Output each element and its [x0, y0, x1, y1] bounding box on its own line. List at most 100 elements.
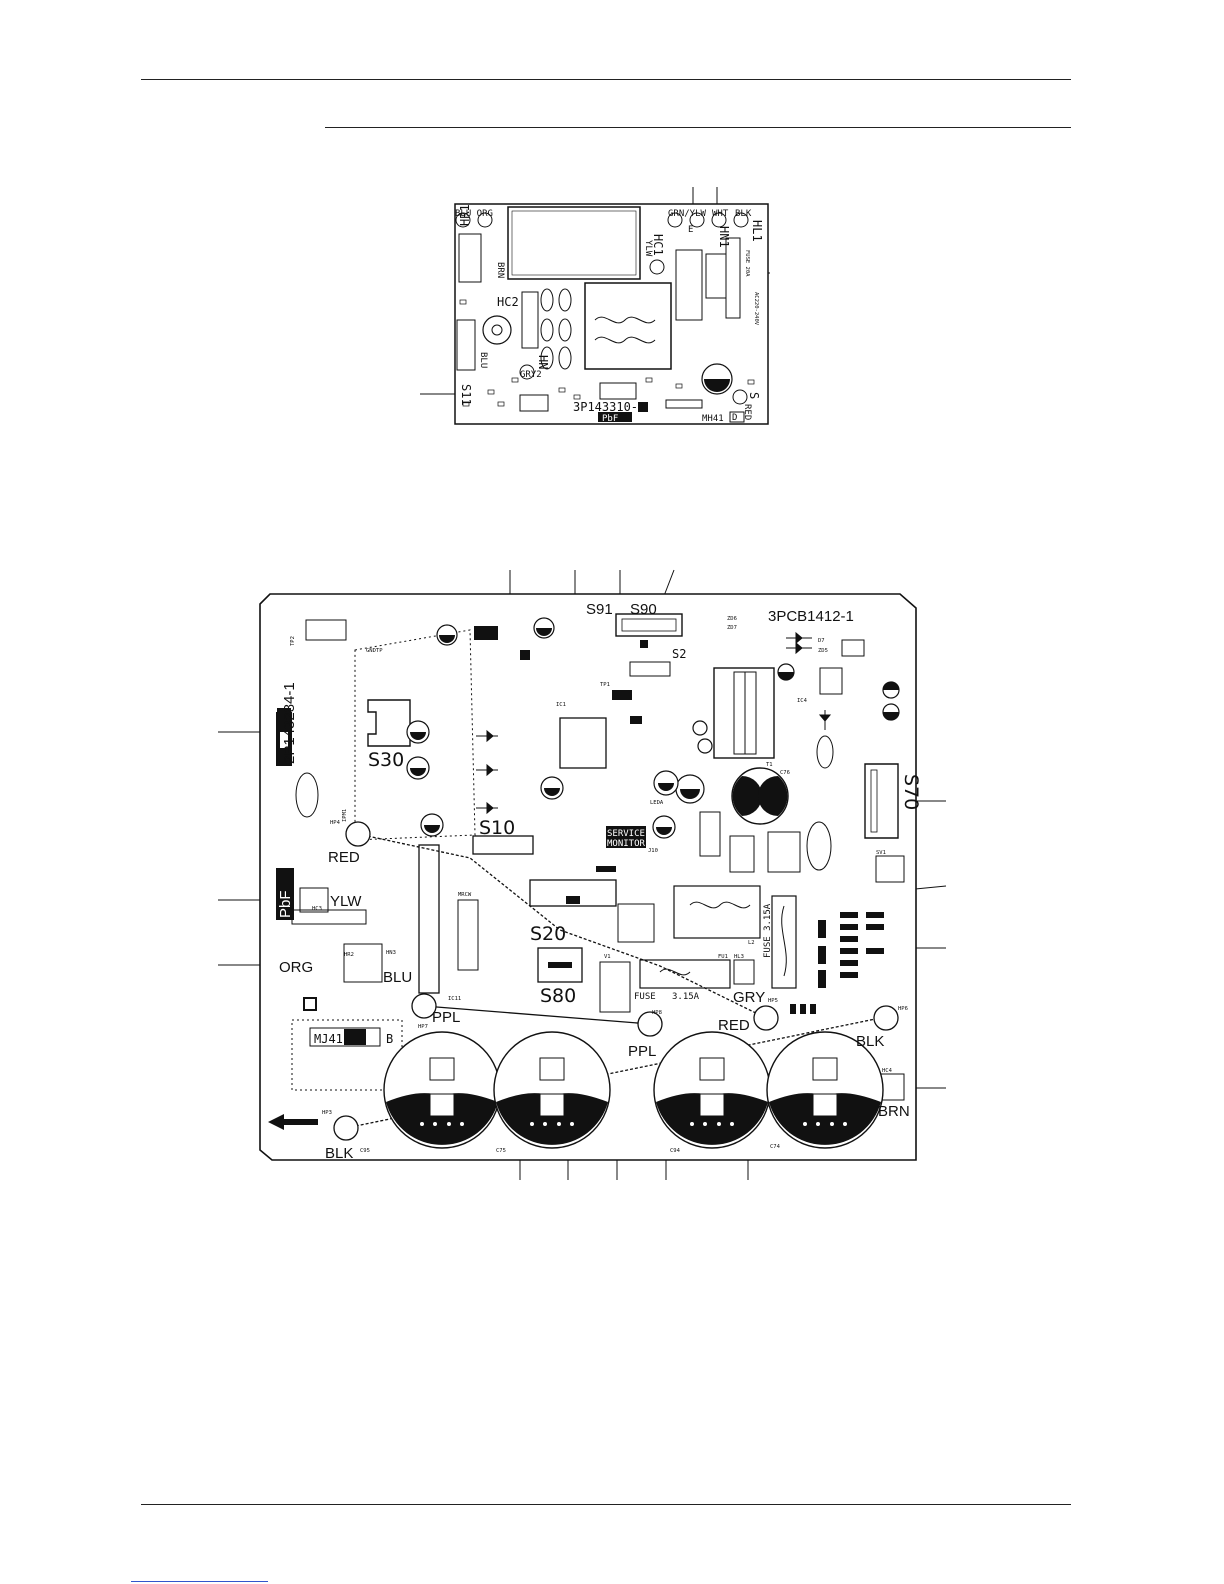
- bottom-label-s70: S70: [900, 774, 922, 810]
- bottom-label-l2: L2: [748, 940, 755, 946]
- chip-ic1: [559, 717, 607, 769]
- bottom-label-c74: C74: [770, 1144, 781, 1150]
- top-label-d: D: [732, 413, 737, 423]
- connector-s30: [367, 699, 411, 747]
- bottom-label-s90: S90: [630, 601, 657, 618]
- top-label-blk: BLK: [735, 209, 752, 219]
- bottom-label-gry: GRY: [733, 989, 765, 1006]
- bulk-capacitors: [383, 1031, 884, 1149]
- bottom-label-c95: C95: [360, 1148, 370, 1154]
- bottom-label-tp2: TP2: [290, 636, 296, 646]
- bottom-label-ylw: YLW: [330, 893, 362, 910]
- top-label-e: E: [688, 225, 693, 235]
- bottom-label-gndtp: GNDTP: [366, 648, 383, 654]
- top-label-hc1: HC1: [651, 234, 665, 256]
- footer-link-underline[interactable]: [131, 1581, 268, 1582]
- bottom-label-red-hp5: RED: [718, 1017, 750, 1034]
- connector-s90: [615, 613, 683, 637]
- bottom-label-c76: C76: [780, 770, 790, 776]
- top-label-brn: BRN: [495, 262, 505, 278]
- bottom-label-org: ORG: [279, 959, 313, 976]
- top-label-hr1: HR1: [458, 204, 472, 226]
- bottom-label-hp8: HP8: [652, 1010, 662, 1016]
- bottom-label-tp1: TP1: [600, 682, 610, 688]
- bottom-label-service-2: MONITOR: [607, 839, 646, 849]
- bottom-label-hr2: HR2: [344, 952, 354, 958]
- header-rule-top: [141, 79, 1071, 80]
- top-label-wht: WHT: [712, 209, 729, 219]
- bottom-label-c94: C94: [670, 1148, 681, 1154]
- top-label-s11: S11: [459, 384, 473, 406]
- connector-s70: [864, 763, 899, 839]
- bottom-label-b: B: [386, 1032, 393, 1046]
- top-label-mh41: MH41: [702, 414, 724, 424]
- top-label-hc2: HC2: [497, 295, 519, 309]
- bottom-label-pbf: PbF: [277, 890, 294, 918]
- top-heatsink-block: [507, 206, 641, 280]
- bottom-label-ic11: IC11: [448, 996, 461, 1002]
- header-rule-section: [325, 127, 1071, 128]
- bottom-label-leda: LEDA: [650, 800, 664, 806]
- bottom-label-s30: S30: [368, 749, 404, 771]
- bottom-label-blk-hp3: BLK: [325, 1145, 353, 1162]
- bottom-label-s91: S91: [586, 601, 613, 618]
- transformer-t1: [713, 667, 775, 759]
- bottom-label-mrcw: MRCW: [458, 892, 472, 898]
- top-label-s: S: [747, 392, 761, 399]
- bottom-label-t1: T1: [766, 762, 773, 768]
- bottom-label-ppl-hp7: PPL: [432, 1009, 460, 1026]
- bottom-label-fuse-main: FUSE 3.15A: [763, 903, 773, 958]
- direction-arrow-icon: [268, 1114, 318, 1130]
- top-label-blu-org: BLU ORG: [455, 209, 493, 219]
- top-label-hn: HN: [536, 355, 550, 369]
- bottom-label-red-hp4: RED: [328, 849, 360, 866]
- connector-s2: [629, 661, 671, 677]
- bottom-label-hp6: HP6: [898, 1006, 908, 1012]
- bottom-label-hp5: HP5: [768, 998, 778, 1004]
- bottom-label-zd7: ZD7: [727, 625, 737, 631]
- bottom-label-mj41: MJ41: [314, 1032, 343, 1046]
- bottom-label-hn3: HN3: [386, 950, 396, 956]
- footer-rule: [141, 1504, 1071, 1505]
- bottom-label-zd5: ZD5: [818, 648, 828, 654]
- top-label-hn1: HN1: [717, 226, 731, 248]
- bottom-label-fuse-small-rating: 3.15A: [672, 992, 700, 1002]
- bottom-label-s20: S20: [530, 923, 566, 945]
- bottom-label-sv1: SV1: [876, 850, 886, 856]
- heatsink-dotted-outline: [354, 629, 476, 841]
- bottom-label-hp7: HP7: [418, 1024, 428, 1030]
- bottom-label-ppl-hp8: PPL: [628, 1043, 656, 1060]
- bottom-label-ic4: IC4: [797, 698, 808, 704]
- top-label-grn-ylw: GRN/YLW: [668, 209, 707, 219]
- top-label-gry2: GRY2: [520, 370, 542, 380]
- bottom-label-s10: S10: [479, 817, 515, 839]
- bottom-label-v1: V1: [604, 954, 611, 960]
- bottom-label-s80: S80: [540, 985, 576, 1007]
- bottom-label-s2: S2: [672, 647, 686, 661]
- bottom-label-d7: D7: [818, 638, 825, 644]
- bottom-label-blu: BLU: [383, 969, 412, 986]
- top-label-blu: BLU: [478, 352, 488, 368]
- bottom-label-zd6: ZD6: [727, 616, 737, 622]
- bottom-label-service-1: SERVICE: [607, 829, 645, 839]
- bottom-label-board-id: 2P143284-1: [281, 682, 298, 764]
- bottom-label-fuse-small: FUSE: [634, 992, 656, 1002]
- bottom-label-hc4: HC4: [882, 1068, 893, 1074]
- bottom-label-hl3: HL3: [734, 954, 744, 960]
- top-label-part-no: 3P143310-1: [573, 400, 645, 414]
- bottom-label-hp4: HP4: [330, 820, 341, 826]
- top-label-rating: AC220-240V: [753, 292, 759, 326]
- module-ic11: [418, 844, 440, 994]
- top-label-red: RED: [742, 404, 752, 420]
- bottom-label-blk-hp6: BLK: [856, 1033, 884, 1050]
- top-filter-block: [584, 282, 672, 370]
- bottom-label-ipm1: IPM1: [342, 809, 348, 822]
- bottom-label-ic1: IC1: [556, 702, 566, 708]
- top-label-hl1: HL1: [750, 220, 764, 242]
- fuse-fu1: [639, 959, 731, 989]
- top-label-fuse: FUSE 20A: [744, 250, 750, 277]
- bottom-label-hp3: HP3: [322, 1110, 332, 1116]
- bottom-label-c75: C75: [496, 1148, 506, 1154]
